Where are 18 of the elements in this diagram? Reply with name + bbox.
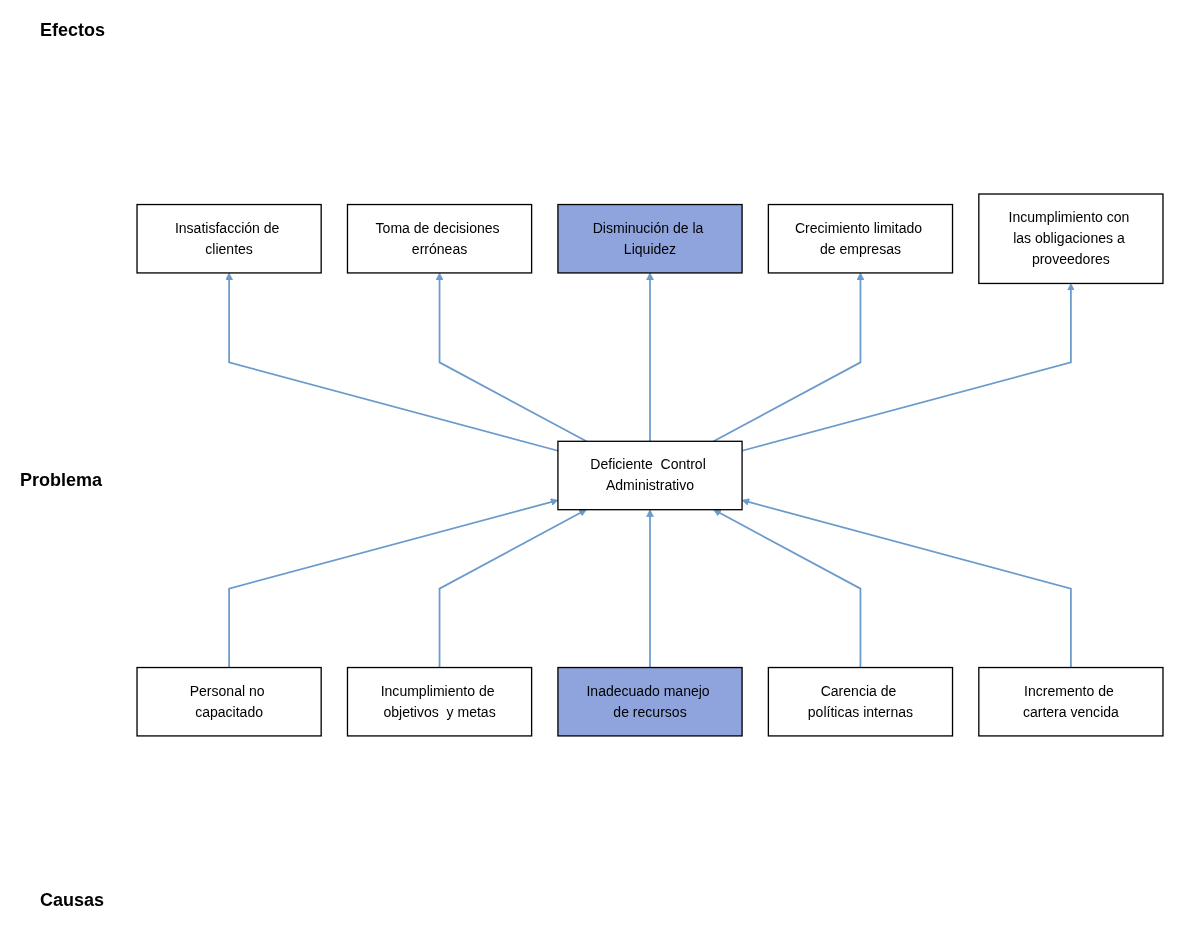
section-heading: Efectos bbox=[40, 20, 106, 41]
arrow bbox=[646, 508, 654, 668]
node-box: Incumplimiento con las obligaciones a proveedores bbox=[978, 192, 1164, 284]
node-box: Toma de decisiones erróneas bbox=[346, 203, 533, 274]
node-box: Incremento de cartera vencida bbox=[978, 666, 1164, 737]
node-box: Deficiente Control Administrativo bbox=[557, 440, 743, 510]
section-heading: Problema bbox=[20, 470, 103, 491]
node-box: Carencia de políticas internas bbox=[767, 666, 954, 737]
arrow bbox=[713, 508, 862, 668]
node-box: Crecimiento limitado de empresas bbox=[767, 203, 954, 274]
node-box: Inadecuado manejo de recursos bbox=[557, 666, 743, 737]
section-heading: Causas bbox=[40, 890, 105, 911]
node-box: Insatisfacción de clientes bbox=[136, 203, 322, 274]
node-box: Disminución de la Liquidez bbox=[557, 203, 743, 274]
arrow bbox=[646, 272, 654, 442]
arrow bbox=[438, 508, 587, 668]
node-box: Incumplimiento de objetivos y metas bbox=[346, 666, 533, 737]
node-box: Personal no capacitado bbox=[136, 666, 322, 737]
